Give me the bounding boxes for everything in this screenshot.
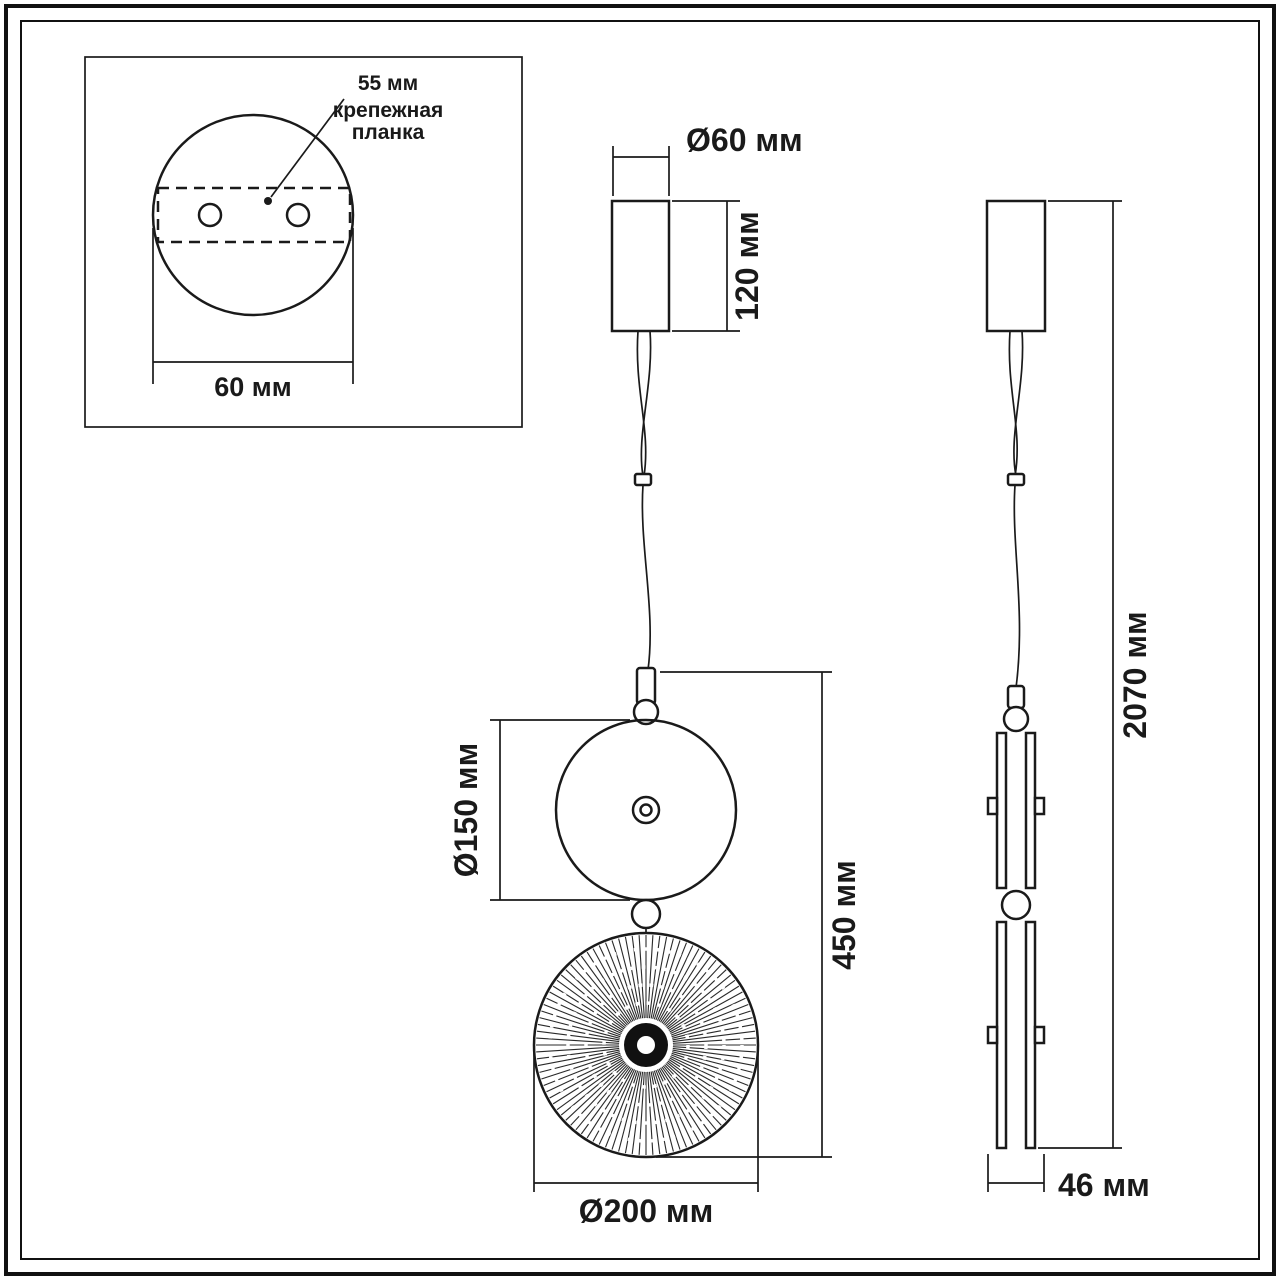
disc2-center-hole xyxy=(637,1036,655,1054)
hole-spacing-label: 55 мм xyxy=(358,72,418,95)
inset-box xyxy=(84,56,523,428)
suspension-wire-front xyxy=(633,330,653,671)
mounting-hole-right xyxy=(285,202,311,228)
mounting-hole-left xyxy=(197,202,223,228)
disc1-diameter-label: Ø150 мм xyxy=(448,743,484,878)
dim-total-height: 2070 мм xyxy=(1038,200,1153,1149)
disc2-diameter-label: Ø200 мм xyxy=(579,1193,714,1229)
dim-disc1-diameter: Ø150 мм xyxy=(448,719,630,901)
disc1-center-pin xyxy=(639,803,653,817)
canopy-height-label: 120 мм xyxy=(729,211,765,321)
disc1-side xyxy=(986,731,1046,890)
side-view: 2070 мм 46 мм xyxy=(985,199,1153,1203)
wire-connector-front xyxy=(633,472,653,487)
leader-dot xyxy=(264,197,272,205)
ceiling-cup-circle xyxy=(151,113,355,317)
suspension-wire-side xyxy=(1006,330,1026,689)
mounting-inset: 55 мм крепежная планка 60 мм xyxy=(84,56,523,428)
total-height-label: 2070 мм xyxy=(1117,611,1153,738)
depth-label: 46 мм xyxy=(1058,1167,1150,1203)
outer-border xyxy=(4,4,1276,1276)
page-frame xyxy=(4,4,1276,1276)
disc2-ring-texture xyxy=(548,947,744,1143)
canopy-front xyxy=(610,199,671,333)
disc1-center-hole xyxy=(631,795,661,825)
dim-disc2-diameter: Ø200 мм xyxy=(533,1052,759,1229)
mounting-bracket-dashed xyxy=(156,186,352,244)
fixture-height-label: 450 мм xyxy=(826,860,862,970)
leader-line xyxy=(270,98,345,198)
inner-border xyxy=(20,20,1260,1260)
plate-width-label: 60 мм xyxy=(214,372,291,402)
front-view: Ø60 мм 120 мм xyxy=(448,122,862,1229)
dim-canopy-height: 120 мм xyxy=(672,200,765,332)
stem-side xyxy=(1006,684,1026,710)
bracket-label-line1: крепежная xyxy=(333,99,444,122)
canopy-side xyxy=(985,199,1047,333)
dim-plate-width: 60 мм xyxy=(152,228,354,402)
dim-depth: 46 мм xyxy=(987,1154,1150,1203)
stem-front xyxy=(635,666,657,706)
disc2-side xyxy=(986,920,1046,1150)
canopy-diameter-label: Ø60 мм xyxy=(686,122,803,158)
wire-connector-side xyxy=(1006,472,1026,487)
dim-canopy-diameter: Ø60 мм xyxy=(612,122,803,196)
ball-middle-front xyxy=(630,898,662,930)
disc2-front xyxy=(532,931,760,1159)
ball-middle-side xyxy=(1000,889,1032,921)
ball-top-side xyxy=(1002,705,1030,733)
dim-fixture-height: 450 мм xyxy=(656,671,862,1158)
ball-top-front xyxy=(632,698,660,726)
bracket-label-line2: планка xyxy=(352,121,425,144)
